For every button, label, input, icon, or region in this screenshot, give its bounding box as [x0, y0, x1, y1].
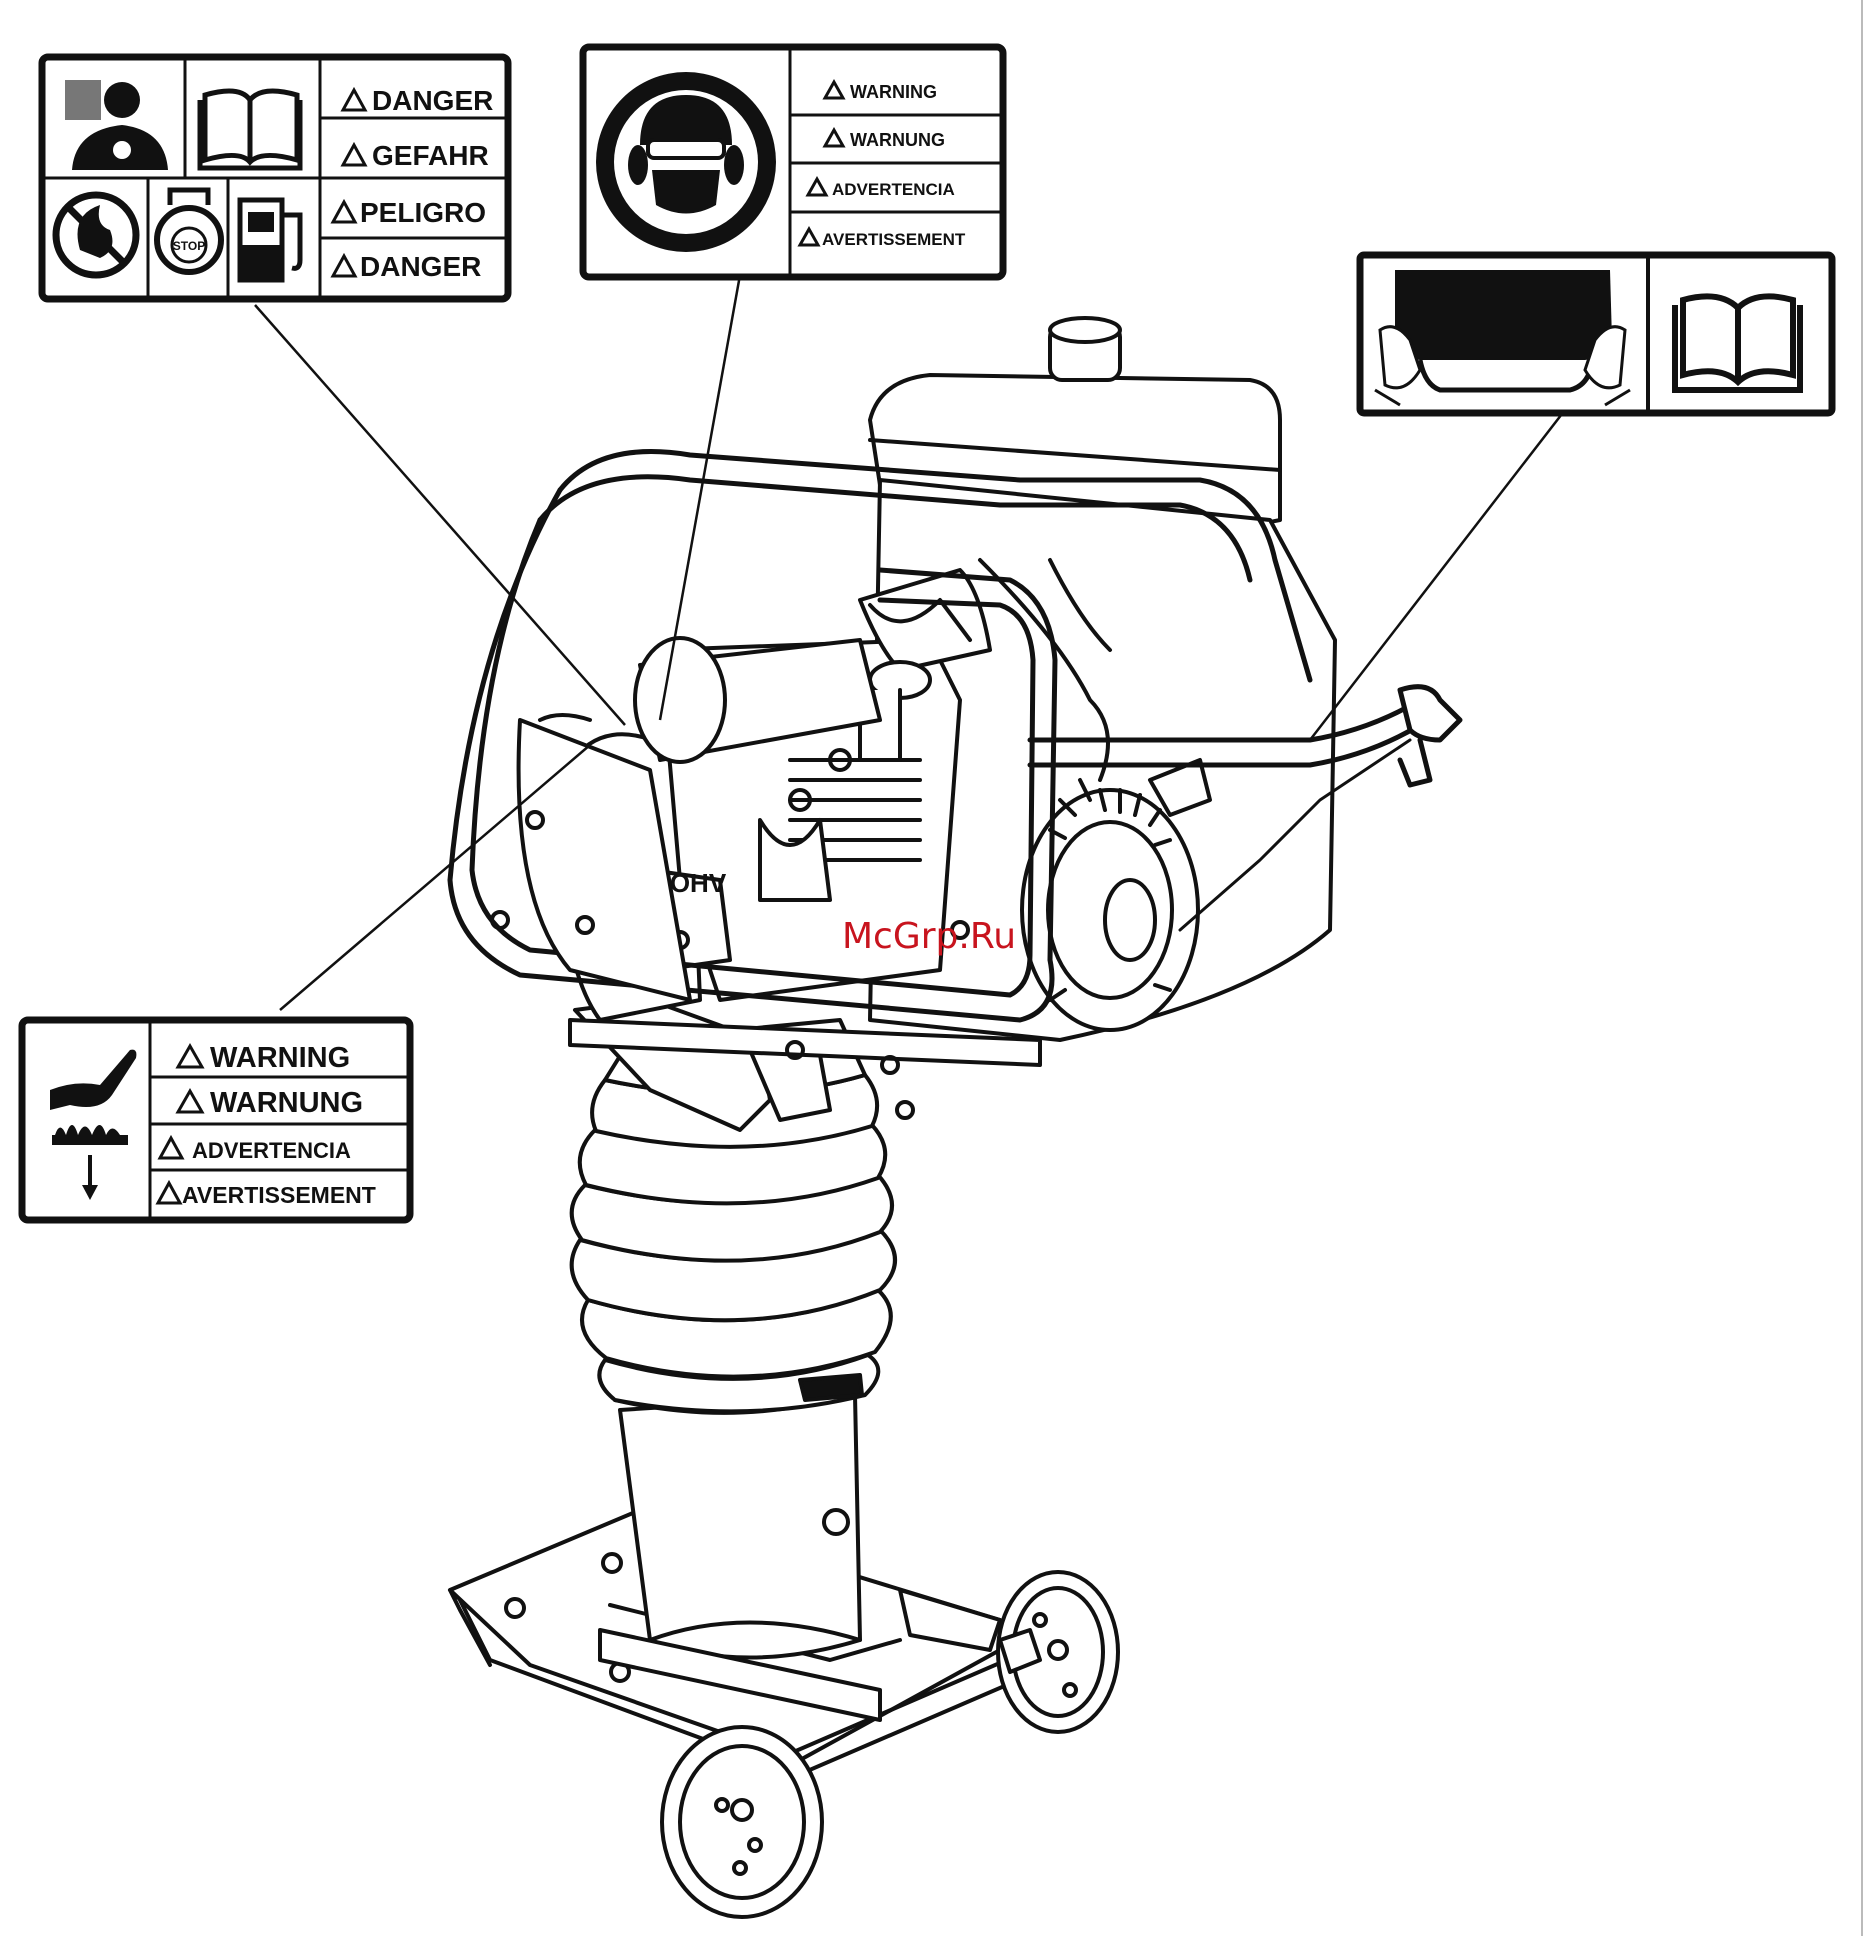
svg-text:AVERTISSEMENT: AVERTISSEMENT: [182, 1182, 376, 1208]
rear-wheel: [998, 1572, 1118, 1732]
svg-text:WARNING: WARNING: [210, 1042, 350, 1074]
svg-text:PELIGRO: PELIGRO: [360, 197, 486, 228]
lifting-label: [1360, 255, 1832, 413]
svg-text:DANGER: DANGER: [360, 251, 481, 282]
svg-text:ADVERTENCIA: ADVERTENCIA: [192, 1138, 351, 1163]
svg-text:WARNING: WARNING: [850, 82, 937, 102]
svg-text:ADVERTENCIA: ADVERTENCIA: [832, 180, 955, 199]
engine-stop-text: STOP: [173, 239, 205, 253]
svg-text:AVERTISSEMENT: AVERTISSEMENT: [822, 230, 966, 249]
front-wheel: [662, 1727, 822, 1917]
hot-surface-label: WARNING WARNUNG ADVERTENCIA AVERTISSEMEN…: [22, 1020, 410, 1220]
tamping-rammer-drawing: [450, 318, 1460, 1917]
no-flame-icon: [56, 195, 136, 275]
leader-line-lifting: [1310, 410, 1565, 740]
read-manual-icon: [200, 91, 300, 168]
leader-line-danger: [255, 305, 625, 725]
svg-text:GEFAHR: GEFAHR: [372, 140, 489, 171]
ohv-badge: OHV: [670, 868, 727, 898]
ppe-row-4: AVERTISSEMENT: [800, 229, 966, 249]
svg-text:DANGER: DANGER: [372, 85, 493, 116]
danger-label: STOP DANGER GEFAHR PELIGRO DA: [42, 57, 508, 299]
watermark-text: McGrp.Ru: [842, 916, 1016, 957]
svg-text:WARNUNG: WARNUNG: [210, 1087, 363, 1119]
hearing-eye-protection-icon: [596, 72, 776, 252]
hot-row-4: AVERTISSEMENT: [158, 1182, 376, 1208]
ppe-label: WARNING WARNUNG ADVERTENCIA AVERTISSEMEN…: [583, 47, 1003, 277]
svg-text:WARNUNG: WARNUNG: [850, 130, 945, 150]
